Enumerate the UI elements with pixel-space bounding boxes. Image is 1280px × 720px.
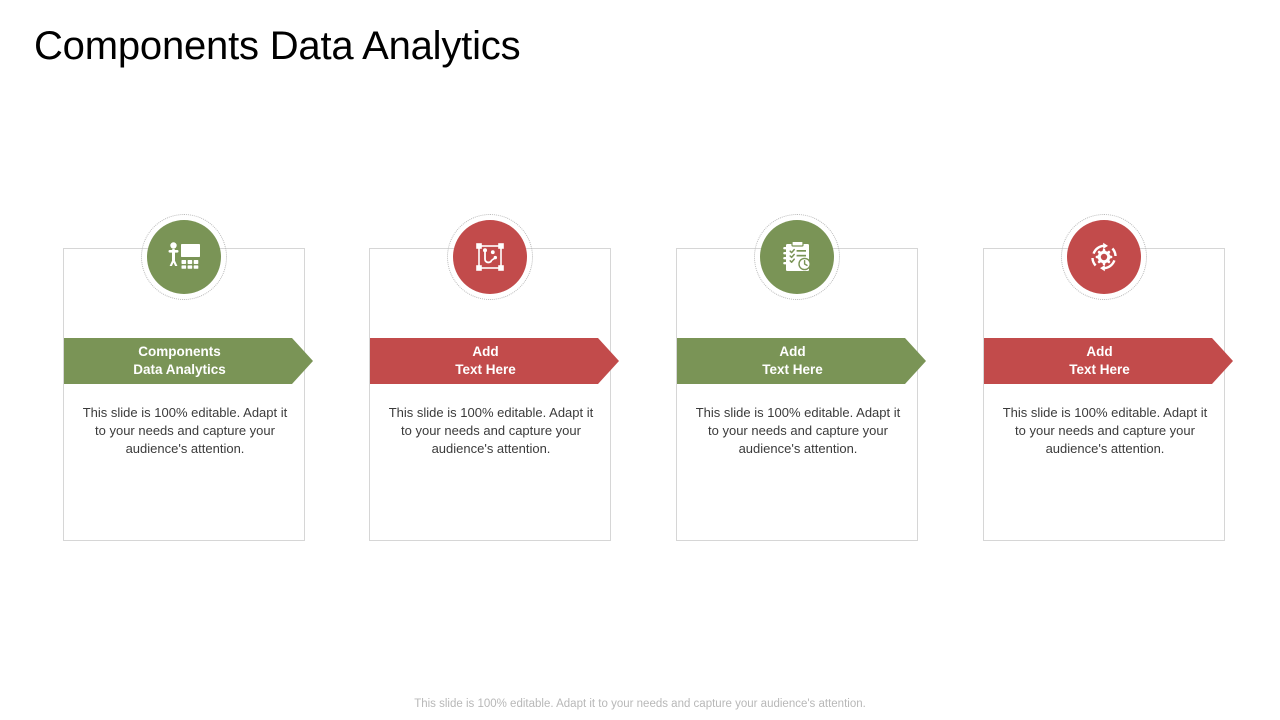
- card-banner-line1-2: Add: [472, 344, 499, 359]
- card-banner-line2-3: Text Here: [762, 362, 823, 377]
- card-banner-line2-2: Text Here: [455, 362, 516, 377]
- icon-medallion-3: [754, 214, 840, 300]
- dotted-ring-1: [141, 214, 227, 300]
- icon-medallion-2: [447, 214, 533, 300]
- checklist-clock-icon: [760, 220, 834, 294]
- icon-medallion-1: [141, 214, 227, 300]
- dotted-ring-3: [754, 214, 840, 300]
- card-3[interactable]: Add Text Here This slide is 100% editabl…: [676, 214, 926, 541]
- card-banner-line1-1: Components: [138, 344, 221, 359]
- gear-cycle-icon: [1067, 220, 1141, 294]
- card-banner-line1-3: Add: [779, 344, 806, 359]
- dotted-ring-4: [1061, 214, 1147, 300]
- dotted-ring-2: [447, 214, 533, 300]
- page-title: Components Data Analytics: [34, 24, 521, 68]
- card-banner-line2-4: Text Here: [1069, 362, 1130, 377]
- icon-medallion-4: [1061, 214, 1147, 300]
- presenter-board-icon: [147, 220, 221, 294]
- cards-row: Components Data Analytics This slide is …: [63, 214, 1233, 542]
- card-4[interactable]: Add Text Here This slide is 100% editabl…: [983, 214, 1233, 541]
- card-banner-4[interactable]: Add Text Here: [984, 338, 1233, 384]
- card-banner-3[interactable]: Add Text Here: [677, 338, 926, 384]
- card-2[interactable]: Add Text Here This slide is 100% editabl…: [369, 214, 619, 541]
- card-banner-2[interactable]: Add Text Here: [370, 338, 619, 384]
- card-1[interactable]: Components Data Analytics This slide is …: [63, 214, 313, 541]
- card-body-3: This slide is 100% editable. Adapt it to…: [695, 405, 901, 456]
- card-body-1: This slide is 100% editable. Adapt it to…: [82, 405, 288, 456]
- footer-note: This slide is 100% editable. Adapt it to…: [414, 698, 866, 710]
- card-banner-line2-1: Data Analytics: [133, 362, 226, 377]
- card-banner-line1-4: Add: [1086, 344, 1113, 359]
- bezier-path-icon: [453, 220, 527, 294]
- card-body-2: This slide is 100% editable. Adapt it to…: [388, 405, 594, 456]
- card-body-4: This slide is 100% editable. Adapt it to…: [1002, 405, 1208, 456]
- card-banner-1[interactable]: Components Data Analytics: [64, 338, 313, 384]
